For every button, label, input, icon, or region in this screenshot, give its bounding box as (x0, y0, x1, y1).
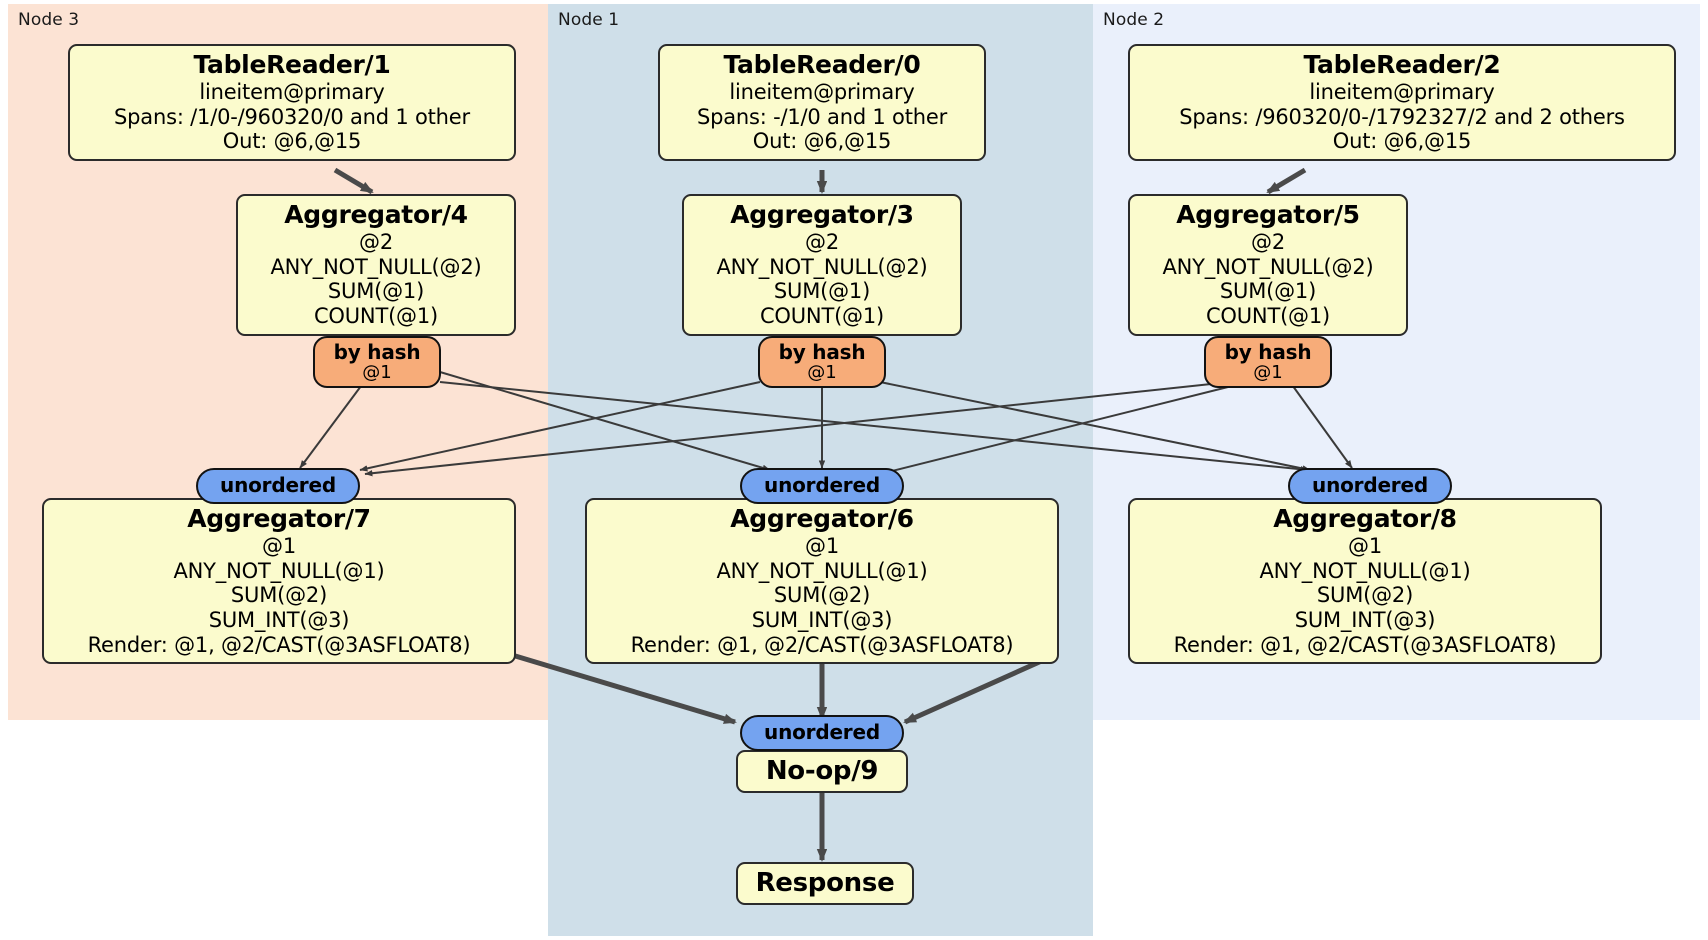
processor-no-op-9[interactable]: No-op/9 (736, 750, 908, 794)
processor-title: TableReader/0 (723, 50, 921, 79)
processor-aggregator-8[interactable]: Aggregator/8 @1 ANY_NOT_NULL(@1) SUM(@2)… (1128, 498, 1602, 665)
processor-title: No-op/9 (765, 756, 879, 786)
processor-tablereader-2[interactable]: TableReader/2 lineitem@primary Spans: /9… (1128, 44, 1676, 161)
processor-line: @1 (805, 534, 839, 559)
router-by-hash-mid[interactable]: by hash @1 (758, 336, 886, 388)
processor-title: Response (755, 868, 895, 898)
processor-line: lineitem@primary (729, 80, 915, 105)
processor-line: ANY_NOT_NULL(@2) (716, 254, 928, 279)
processor-line: Out: @6,@15 (1332, 129, 1472, 154)
processor-line: ANY_NOT_NULL(@2) (270, 254, 482, 279)
router-by-hash-left[interactable]: by hash @1 (313, 336, 441, 388)
router-kind-label: by hash (1224, 340, 1312, 364)
router-stream-label: @1 (362, 362, 392, 383)
processor-title: TableReader/2 (1303, 50, 1501, 79)
synchronizer-label: unordered (764, 720, 880, 744)
processor-line: ANY_NOT_NULL(@1) (716, 558, 928, 583)
processor-title: Aggregator/5 (1176, 200, 1360, 229)
synchronizer-unordered-final[interactable]: unordered (740, 715, 904, 751)
processor-line: ANY_NOT_NULL(@1) (1259, 558, 1471, 583)
processor-line: @2 (359, 230, 393, 255)
node-label-node3: Node 3 (18, 10, 80, 30)
router-kind-label: by hash (333, 340, 421, 364)
processor-line: SUM(@2) (230, 583, 328, 608)
processor-title: Aggregator/3 (730, 200, 914, 229)
synchronizer-label: unordered (220, 473, 336, 497)
processor-line: COUNT(@1) (1205, 303, 1331, 328)
processor-aggregator-6[interactable]: Aggregator/6 @1 ANY_NOT_NULL(@1) SUM(@2)… (585, 498, 1059, 665)
processor-line: lineitem@primary (1309, 80, 1495, 105)
processor-tablereader-1[interactable]: TableReader/1 lineitem@primary Spans: /1… (68, 44, 516, 161)
processor-line: @1 (1348, 534, 1382, 559)
processor-line: SUM_INT(@3) (1294, 607, 1436, 632)
processor-line: COUNT(@1) (313, 303, 439, 328)
synchronizer-unordered-left[interactable]: unordered (196, 468, 360, 504)
node-label-node1: Node 1 (558, 10, 620, 30)
processor-line: SUM(@1) (1219, 279, 1317, 304)
processor-line: @2 (1251, 230, 1285, 255)
processor-line: Render: @1, @2/CAST(@3ASFLOAT8) (1173, 632, 1557, 657)
processor-line: SUM(@1) (327, 279, 425, 304)
processor-line: COUNT(@1) (759, 303, 885, 328)
router-stream-label: @1 (1253, 362, 1283, 383)
processor-line: @1 (262, 534, 296, 559)
processor-aggregator-5[interactable]: Aggregator/5 @2 ANY_NOT_NULL(@2) SUM(@1)… (1128, 194, 1408, 336)
processor-line: SUM_INT(@3) (751, 607, 893, 632)
processor-title: Aggregator/7 (187, 504, 371, 533)
processor-line: Out: @6,@15 (222, 129, 362, 154)
processor-response[interactable]: Response (736, 862, 914, 906)
router-kind-label: by hash (778, 340, 866, 364)
synchronizer-label: unordered (1312, 473, 1428, 497)
processor-title: TableReader/1 (193, 50, 391, 79)
processor-line: Render: @1, @2/CAST(@3ASFLOAT8) (630, 632, 1014, 657)
processor-line: Render: @1, @2/CAST(@3ASFLOAT8) (87, 632, 471, 657)
synchronizer-unordered-mid[interactable]: unordered (740, 468, 904, 504)
processor-line: @2 (805, 230, 839, 255)
synchronizer-unordered-right[interactable]: unordered (1288, 468, 1452, 504)
processor-title: Aggregator/6 (730, 504, 914, 533)
processor-aggregator-3[interactable]: Aggregator/3 @2 ANY_NOT_NULL(@2) SUM(@1)… (682, 194, 962, 336)
processor-line: ANY_NOT_NULL(@2) (1162, 254, 1374, 279)
processor-line: lineitem@primary (199, 80, 385, 105)
processor-line: SUM(@1) (773, 279, 871, 304)
processor-line: Out: @6,@15 (752, 129, 892, 154)
processor-line: SUM(@2) (1316, 583, 1414, 608)
processor-aggregator-4[interactable]: Aggregator/4 @2 ANY_NOT_NULL(@2) SUM(@1)… (236, 194, 516, 336)
processor-line: Spans: /960320/0-/1792327/2 and 2 others (1179, 104, 1625, 129)
router-stream-label: @1 (807, 362, 837, 383)
processor-tablereader-0[interactable]: TableReader/0 lineitem@primary Spans: -/… (658, 44, 986, 161)
processor-line: ANY_NOT_NULL(@1) (173, 558, 385, 583)
processor-line: Spans: /1/0-/960320/0 and 1 other (114, 104, 470, 129)
processor-title: Aggregator/4 (284, 200, 468, 229)
processor-line: Spans: -/1/0 and 1 other (696, 104, 948, 129)
router-by-hash-right[interactable]: by hash @1 (1204, 336, 1332, 388)
processor-line: SUM_INT(@3) (208, 607, 350, 632)
processor-line: SUM(@2) (773, 583, 871, 608)
synchronizer-label: unordered (764, 473, 880, 497)
processor-title: Aggregator/8 (1273, 504, 1457, 533)
node-label-node2: Node 2 (1103, 10, 1165, 30)
processor-aggregator-7[interactable]: Aggregator/7 @1 ANY_NOT_NULL(@1) SUM(@2)… (42, 498, 516, 665)
